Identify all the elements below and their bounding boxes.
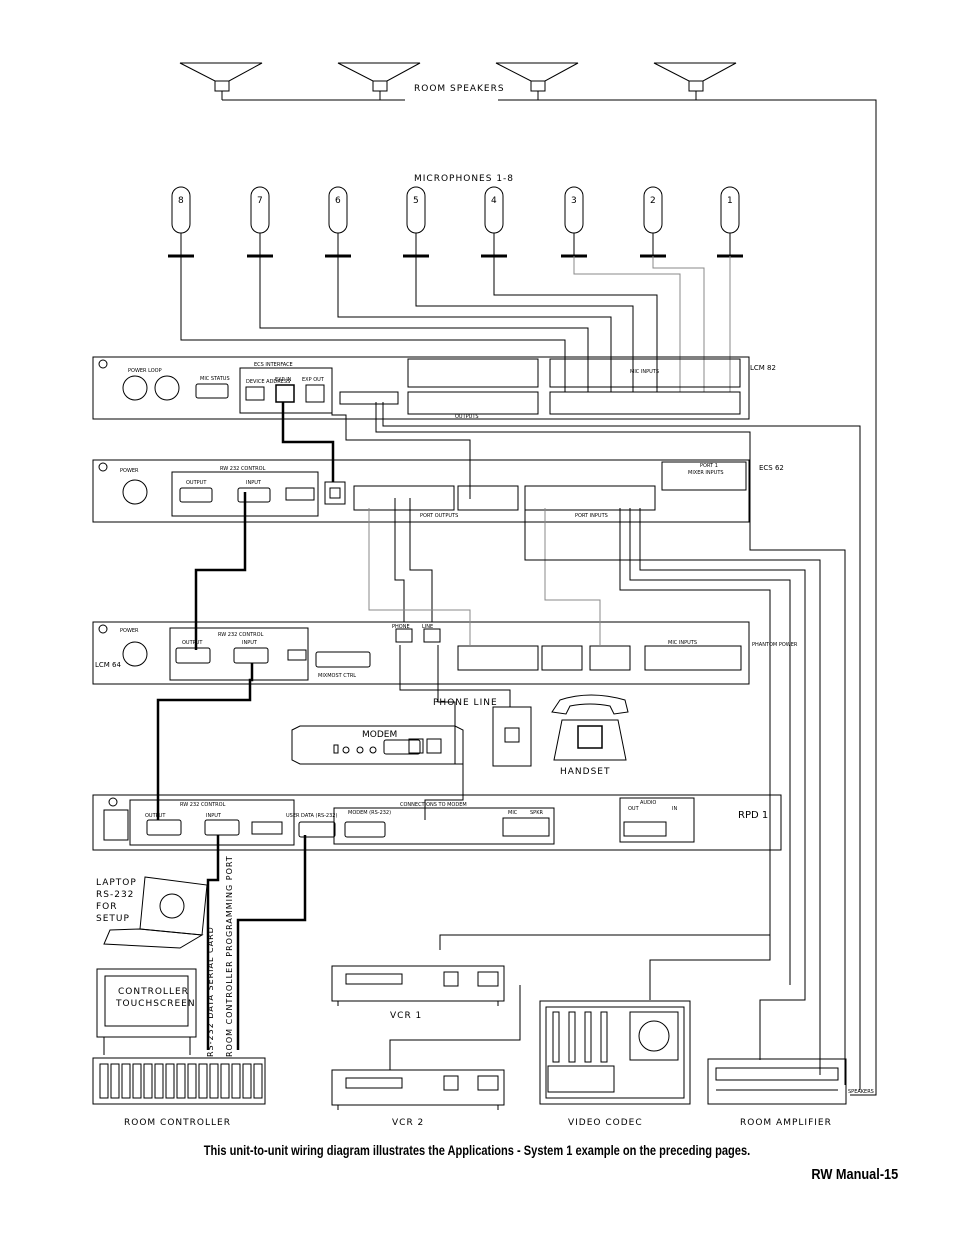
lcm64-input-label: INPUT [242, 640, 258, 646]
room-amplifier [707, 1058, 847, 1105]
mic-number-6: 6 [335, 196, 341, 206]
ecs62-label: ECS 62 [759, 464, 784, 472]
lcm82-unit [92, 356, 750, 420]
room-controller-label: ROOM CONTROLLER [124, 1118, 231, 1128]
microphones [168, 186, 743, 258]
lcm64-phone-label: PHONE [392, 624, 410, 630]
controller-touchscreen-line-2: TOUCHSCREEN [115, 999, 196, 1009]
vcr2 [331, 1069, 505, 1110]
exp-out-label: EXP OUT [302, 377, 325, 383]
device-address-label: DEVICE ADDRESS [246, 379, 290, 385]
laptop-line-3: FOR [96, 902, 118, 912]
mic-inputs-label: MIC INPUTS [630, 369, 659, 375]
exp-in-label: EXP IN [275, 377, 292, 383]
mic-number-1: 1 [727, 196, 733, 206]
modem-unit [291, 725, 464, 765]
rpd1-audio-label: AUDIO [640, 800, 656, 806]
laptop-line-2: RS-232 [96, 890, 134, 900]
mixer-inputs-label: MIXER INPUTS [688, 470, 724, 476]
laptop [103, 876, 208, 949]
rpd1-out-label: OUT [628, 806, 640, 812]
figure-caption: This unit-to-unit wiring diagram illustr… [203, 1143, 751, 1158]
controller-touchscreen [96, 968, 197, 1055]
mic-cables [180, 256, 731, 392]
user-data-label: USER DATA (RS-232) [286, 813, 337, 819]
port1-label: PORT 1 [700, 463, 718, 469]
controller-touchscreen-line-1: CONTROLLER [118, 987, 189, 997]
power-loop-label: POWER LOOP [128, 368, 162, 374]
lcm82-label: LCM 82 [750, 364, 776, 372]
phantom-power-label: PHANTOM POWER [752, 642, 798, 648]
mic-number-2: 2 [650, 196, 656, 206]
speakers-label: SPEAKERS [848, 1089, 874, 1095]
rs232-serial-card-label: RS-232 DATA SERIAL CARD [206, 926, 215, 1057]
lcm64-power-label: POWER [120, 628, 139, 634]
room-speakers-label: ROOM SPEAKERS [414, 84, 505, 94]
vcr1 [331, 965, 505, 1006]
port-inputs-label: PORT INPUTS [575, 513, 608, 519]
phone-wall-jack [492, 706, 532, 767]
mixmost-ctrl-label: MIXMOST CTRL [318, 673, 356, 679]
mic-number-5: 5 [413, 196, 419, 206]
mic-number-7: 7 [257, 196, 263, 206]
rpd1-in-label: IN [672, 806, 677, 812]
video-codec-label: VIDEO CODEC [568, 1118, 643, 1128]
rpd1-input-label: INPUT [206, 813, 222, 819]
rpd1-mic-label: MIC [508, 810, 518, 816]
lcm64-rw232-label: RW 232 CONTROL [218, 632, 264, 638]
lcm64-unit [92, 621, 750, 685]
ecs62-power-label: POWER [120, 468, 139, 474]
vcr1-label: VCR 1 [390, 1011, 422, 1021]
handset-phone [551, 694, 629, 761]
handset-label: HANDSET [560, 767, 610, 777]
ecs62-output-label: OUTPUT [186, 480, 207, 486]
ecs-interface-label: ECS INTERFACE [254, 362, 293, 368]
phone-line-label: PHONE LINE [433, 698, 498, 708]
mic-status-label: MIC STATUS [200, 376, 230, 382]
ecs62-unit [92, 459, 750, 523]
page-number: RW Manual-15 [811, 1166, 898, 1183]
connections-to-modem-label: CONNECTIONS TO MODEM [400, 802, 467, 808]
ecs62-rw232-label: RW 232 CONTROL [220, 466, 266, 472]
vcr2-label: VCR 2 [392, 1118, 424, 1128]
video-codec [539, 1000, 691, 1105]
lcm64-output-label: OUTPUT [182, 640, 203, 646]
programming-port-label: ROOM CONTROLLER PROGRAMMING PORT [225, 855, 234, 1057]
mic-number-8: 8 [178, 196, 184, 206]
modem-label: MODEM [362, 730, 397, 740]
room-controller [92, 1057, 266, 1105]
rpd1-spkr-label: SPKR [530, 810, 543, 816]
ecs62-input-label: INPUT [246, 480, 262, 486]
mic-number-4: 4 [491, 196, 497, 206]
modem-rs232-label: MODEM (RS-232) [348, 810, 391, 816]
laptop-line-1: LAPTOP [96, 878, 137, 888]
microphones-label: MICROPHONES 1-8 [414, 174, 514, 184]
lcm64-mic-inputs-label: MIC INPUTS [668, 640, 697, 646]
rpd1-unit [92, 794, 782, 851]
port-outputs-label: PORT OUTPUTS [420, 513, 458, 519]
lcm64-line-label: LINE [422, 624, 433, 630]
rpd1-rw232-label: RW 232 CONTROL [180, 802, 226, 808]
rpd1-output-label: OUTPUT [145, 813, 166, 819]
laptop-line-4: SETUP [96, 914, 130, 924]
lcm64-label: LCM 64 [95, 661, 122, 669]
outputs-label: OUTPUTS [455, 414, 479, 420]
mic-number-3: 3 [571, 196, 577, 206]
room-speakers [179, 62, 877, 1096]
rpd1-label: RPD 1 [738, 810, 768, 821]
room-amplifier-label: ROOM AMPLIFIER [740, 1118, 832, 1128]
